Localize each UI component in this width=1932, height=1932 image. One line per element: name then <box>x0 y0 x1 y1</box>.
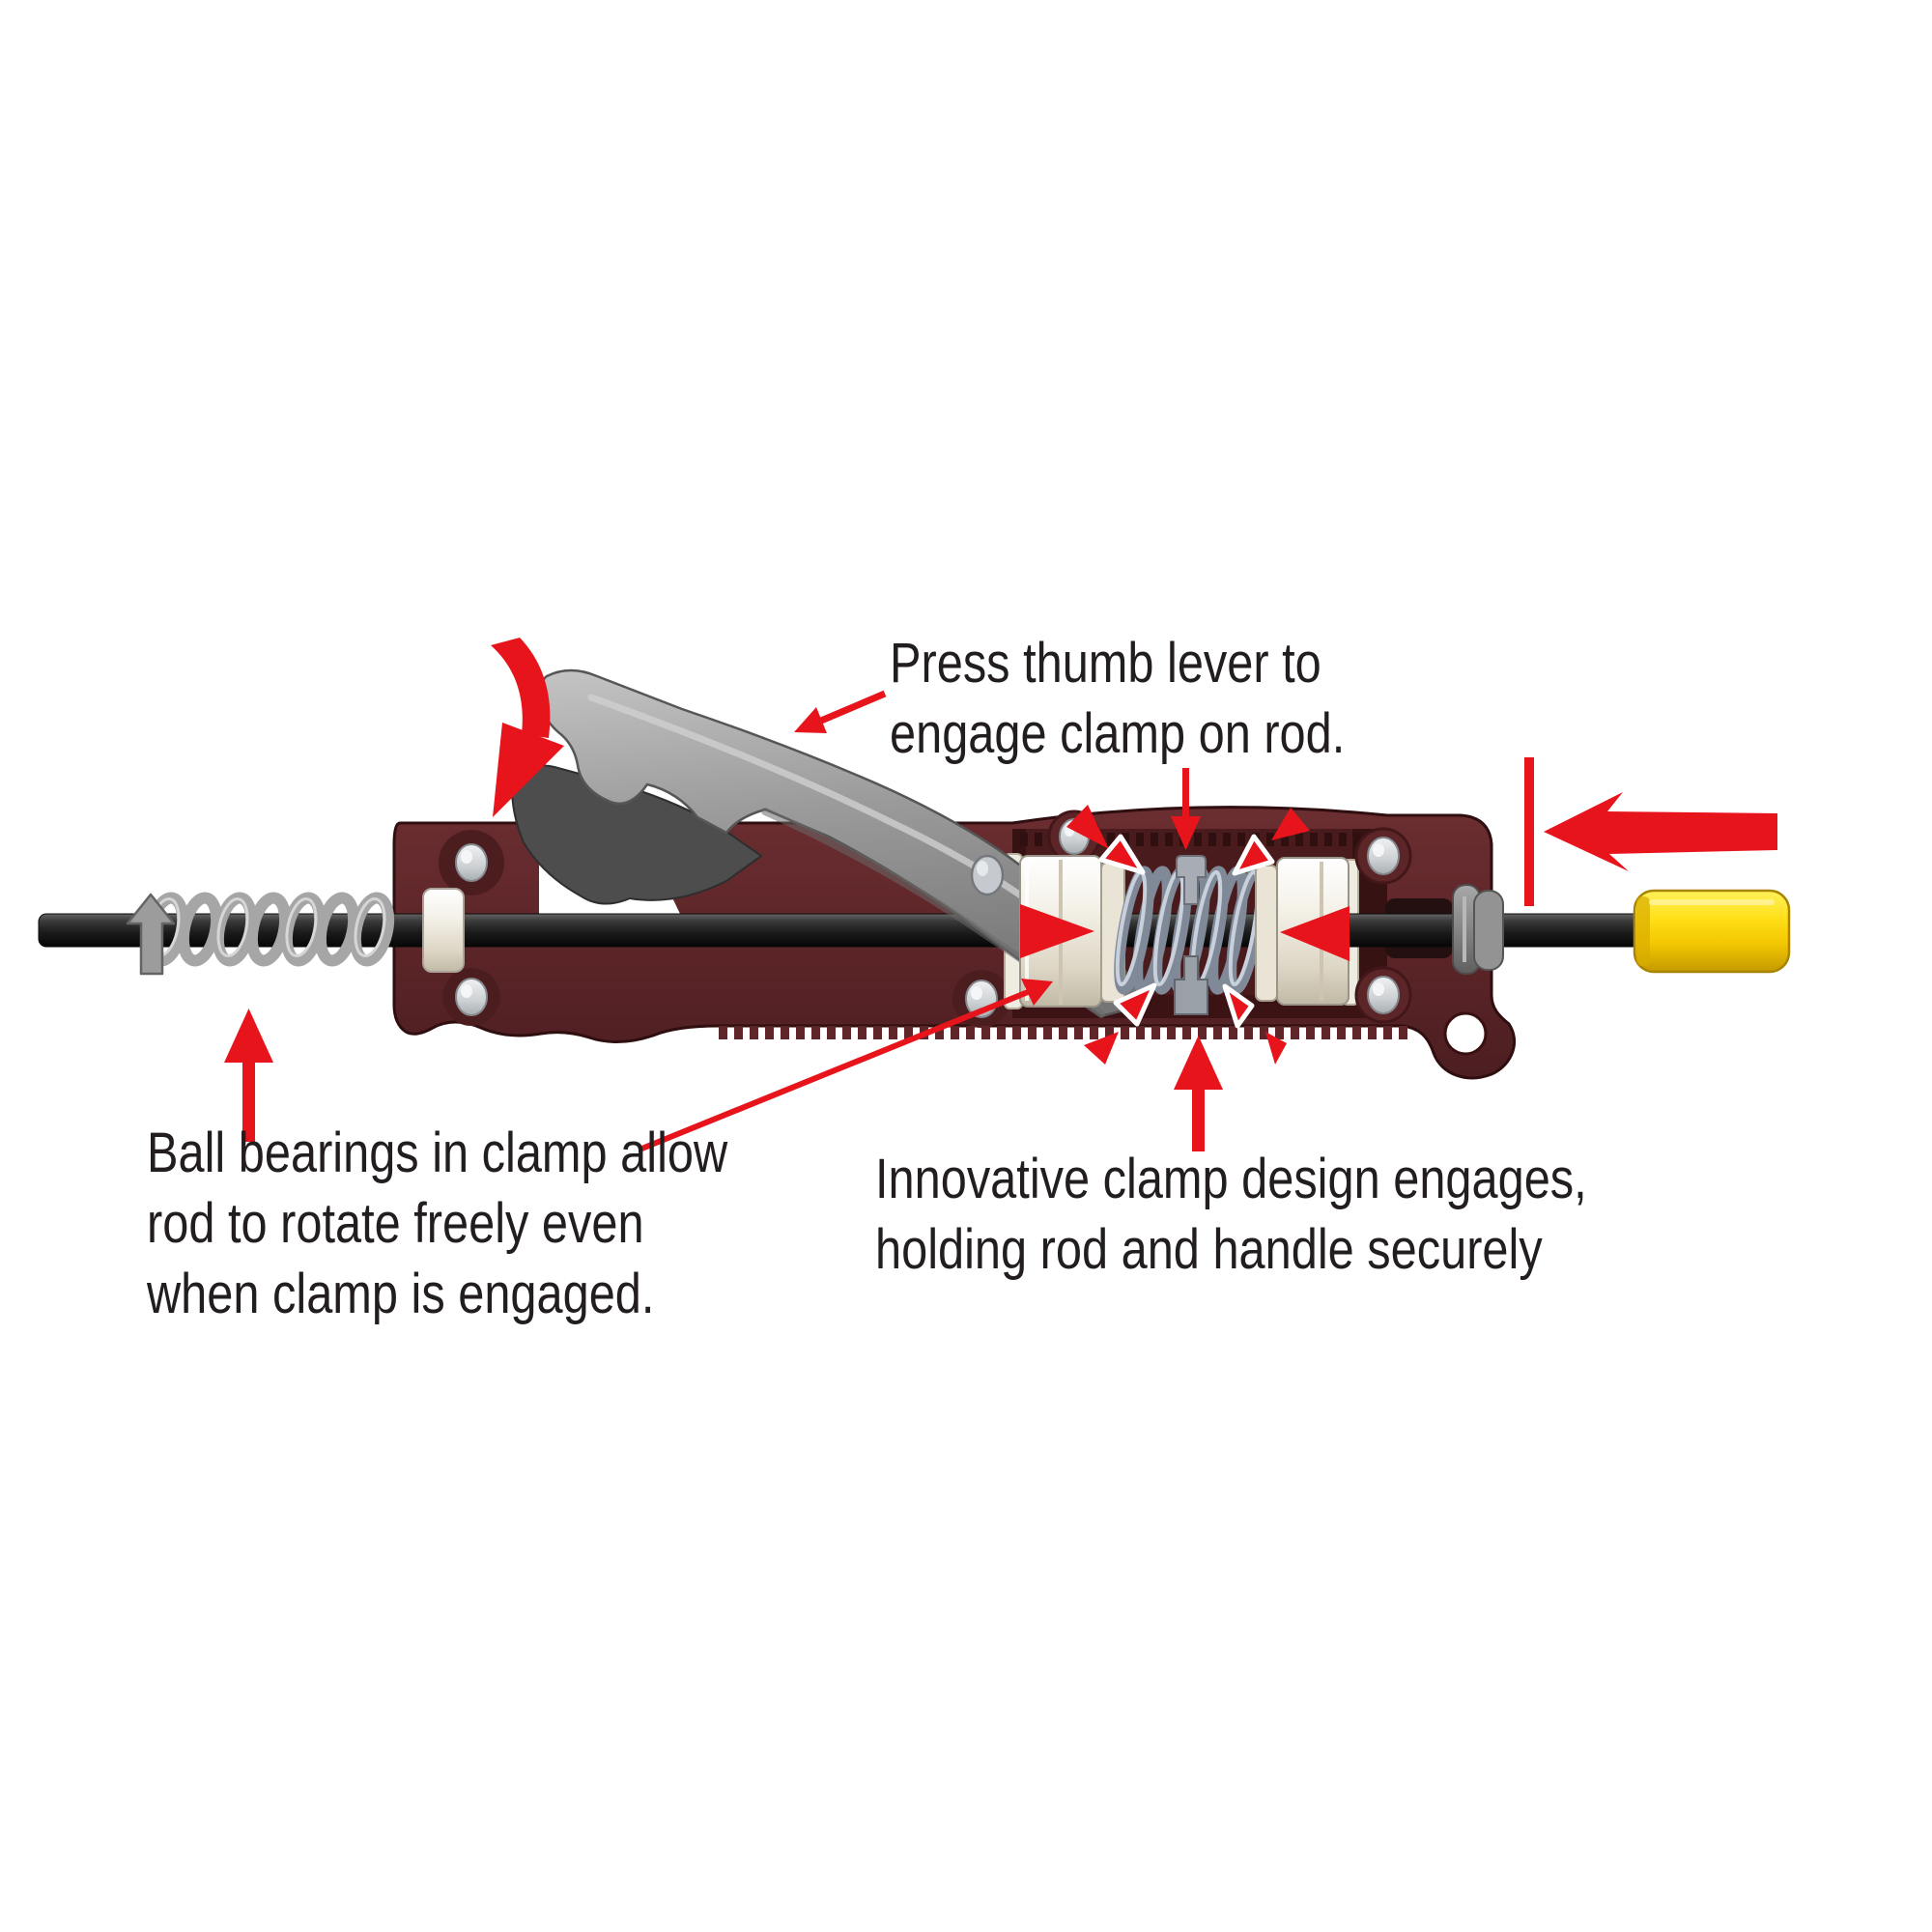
rod-guide-bracket <box>422 888 465 973</box>
clamp-washer-right <box>1255 865 1278 1002</box>
bearing-up-arrow-line <box>242 1059 255 1142</box>
clamp-pointer-arrowhead-icon <box>1171 816 1201 850</box>
clamp-force-arrow-tr-outlined <box>1232 834 1275 876</box>
label-line: when clamp is engaged. <box>147 1263 655 1325</box>
lever-pointer-arrowhead-icon <box>794 707 827 733</box>
rod-end-cap <box>1633 889 1791 974</box>
rivets <box>455 818 1400 1018</box>
rivet <box>455 843 488 882</box>
clamp-pointer-line <box>1182 768 1189 818</box>
lever-pointer-line <box>819 690 887 724</box>
label-ball-bearings: Ball bearings in clamp allow rod to rota… <box>147 1118 727 1329</box>
label-line: holding rod and handle securely <box>875 1218 1543 1281</box>
clamp-up-arrow-line <box>1192 1086 1205 1151</box>
clamp-force-arrow-bl-outlined <box>1113 982 1157 1027</box>
label-line: Ball bearings in clamp allow <box>147 1122 728 1184</box>
clamp-jaw-top <box>1176 855 1207 905</box>
rod-rotation-arrow-icon <box>126 893 176 976</box>
clamp-force-arrow-tl <box>1066 805 1109 849</box>
label-line: Innovative clamp design engages, <box>875 1148 1587 1210</box>
clamp-up-arrowhead-icon <box>1174 1036 1223 1090</box>
clamp-force-arrow-bl <box>1084 1032 1119 1065</box>
bearing-leader-line <box>638 989 1030 1152</box>
lever-pivot-highlight <box>977 861 988 876</box>
label-line: Press thumb lever to <box>890 632 1321 695</box>
red-annotations <box>224 638 1777 1152</box>
mounting-hole <box>1443 1011 1488 1056</box>
clamp-force-arrow-tl-outlined <box>1098 834 1146 875</box>
bearing-up-arrowhead-icon <box>224 1009 273 1063</box>
rivet <box>1367 837 1400 875</box>
clamp-force-arrow-tr <box>1271 808 1310 840</box>
lever-highlight <box>587 694 1070 933</box>
rivet <box>1367 976 1400 1014</box>
rod-spiral <box>126 892 395 976</box>
thumb-lever <box>537 668 1148 1018</box>
clamp-force-arrow-br-outlined <box>1222 983 1255 1029</box>
rod-insert-arrow-icon <box>1544 792 1777 871</box>
rivet <box>455 978 488 1016</box>
press-motion-arrowhead-icon <box>493 723 564 817</box>
lever-pivot <box>970 854 1005 896</box>
bearing-leader-arrowhead-icon <box>1021 979 1053 1006</box>
clamp-force-arrow-left <box>1020 904 1094 958</box>
rod-bushing <box>1452 884 1504 975</box>
press-motion-arrow-icon <box>491 638 551 738</box>
rod-insert-stop-bar <box>1524 757 1534 906</box>
clamp-force-arrow-right <box>1280 906 1350 961</box>
label-line: rod to rotate freely even <box>147 1192 644 1255</box>
clamp-force-arrow-br <box>1265 1032 1287 1065</box>
clamp-jaw-bottom <box>1174 955 1208 1015</box>
label-innovative-clamp: Innovative clamp design engages, holding… <box>875 1144 1587 1285</box>
label-press-thumb-lever: Press thumb lever to engage clamp on rod… <box>890 628 1345 769</box>
label-line: engage clamp on rod. <box>890 702 1346 765</box>
